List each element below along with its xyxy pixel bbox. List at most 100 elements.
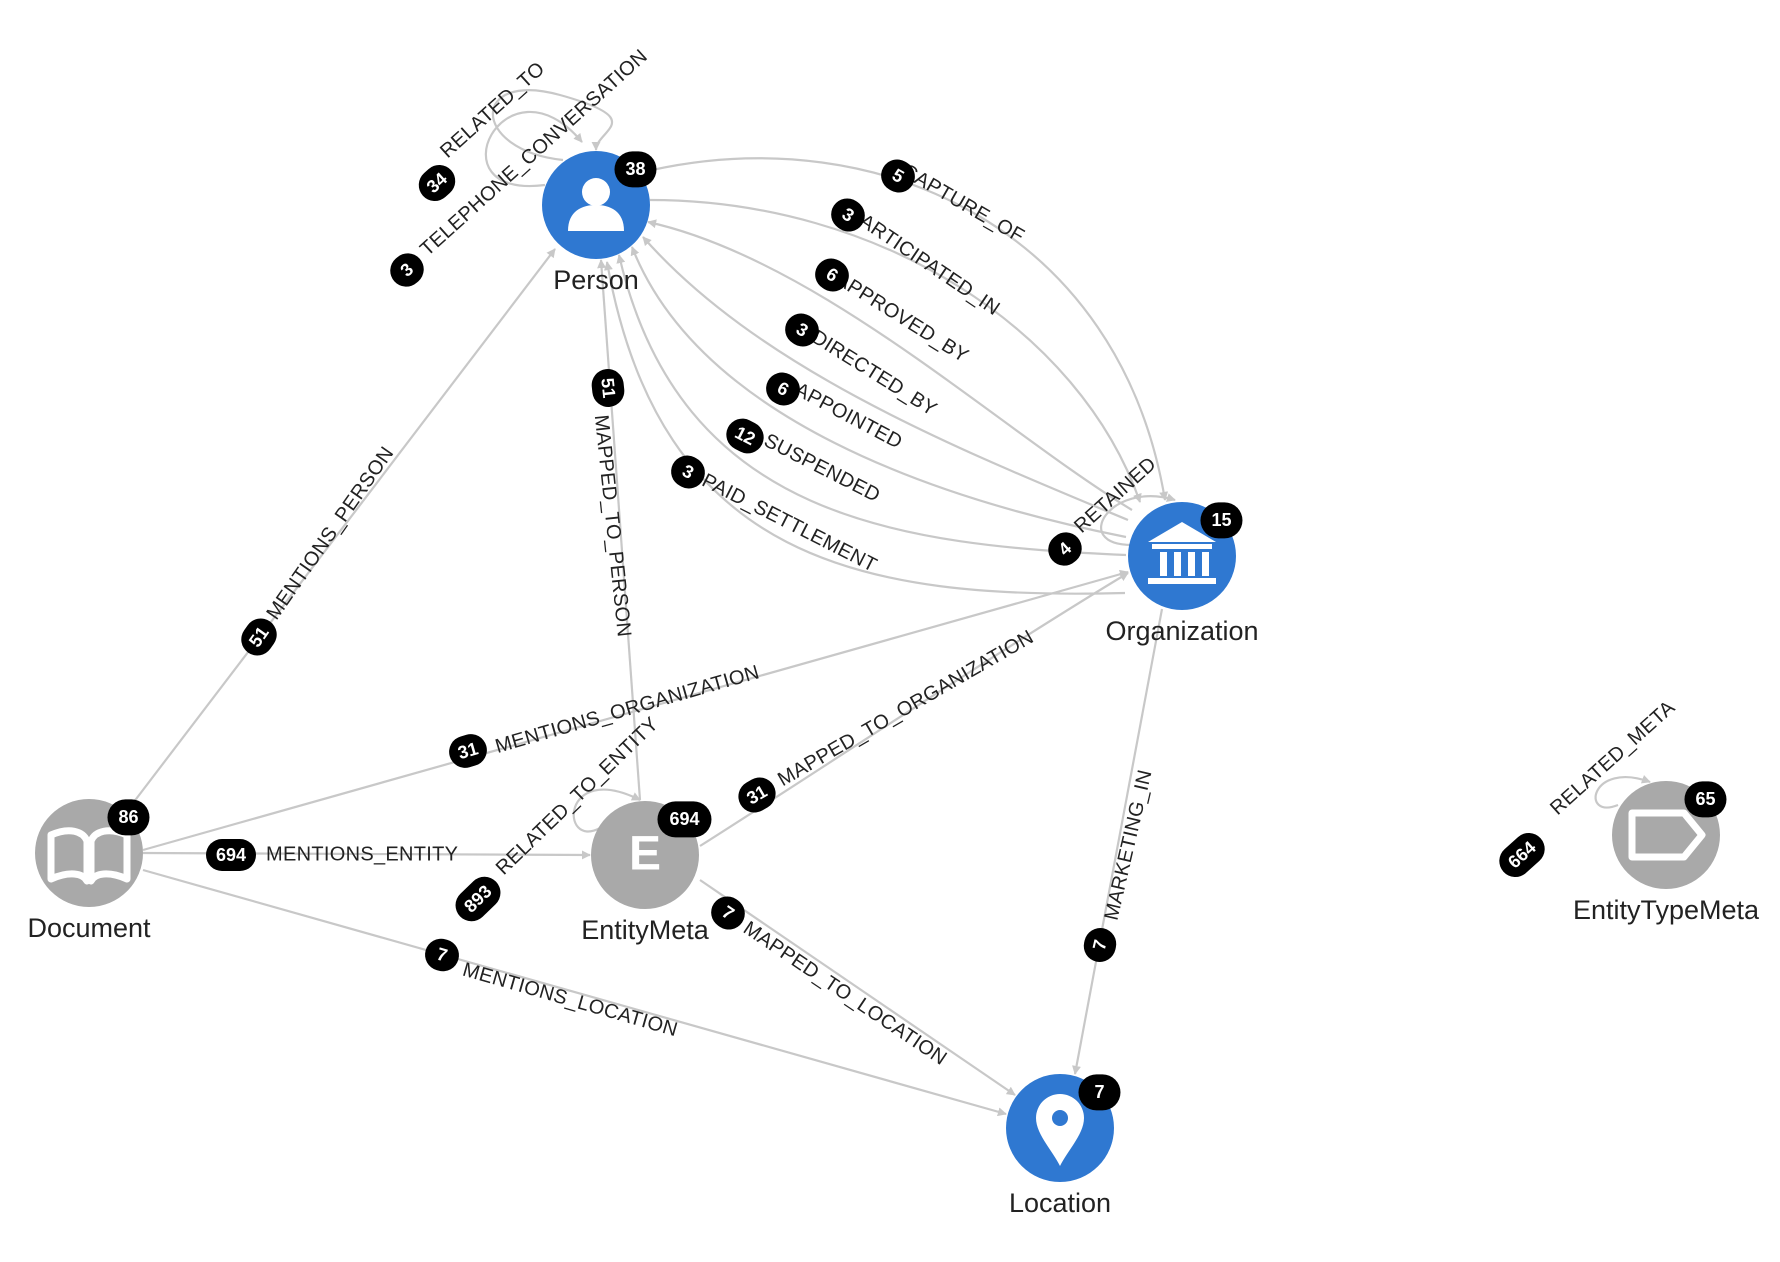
count-pill [671,455,705,489]
node-label: EntityMeta [581,915,710,945]
edge-line[interactable] [597,259,642,801]
edge-count-badge: 51 [591,369,625,407]
edge-count-badge: 31 [738,777,776,813]
edge-label: MENTIONS_LOCATION [460,959,680,1041]
person-icon [568,178,624,231]
count-pill [1499,832,1545,878]
tag-icon [1628,809,1706,861]
edge-line[interactable] [142,868,1007,1117]
count-pill [881,159,915,193]
svg-text:E: E [629,828,661,881]
edge-count-badge: 3 [831,198,865,232]
edge-count: 7 [1089,938,1111,952]
edge-participated-in[interactable]: PARTICIPATED_IN3 [649,192,1142,503]
count-pill [241,618,277,656]
node-count: 15 [1211,510,1231,530]
count-pill [831,198,865,232]
edge-line[interactable] [1072,608,1164,1075]
edge-line[interactable] [649,198,1142,503]
edge-label: MENTIONS_PERSON [262,443,398,624]
count-pill [425,938,459,972]
count-pill [738,777,776,813]
edge-count-badge: 7 [1083,928,1117,962]
node-label: Organization [1105,616,1258,646]
edge-count-badge: 694 [206,839,256,871]
edge-line[interactable] [699,879,1016,1096]
node-label: Document [27,913,151,943]
edge-count: 694 [216,845,246,865]
edge-line[interactable] [484,110,583,188]
edge-count-badge: 12 [726,418,764,454]
edge-count-badge: 31 [449,734,487,768]
count-pill [766,372,800,406]
count-pill [1200,502,1243,539]
count-pill [1684,781,1727,818]
node-label: Location [1009,1188,1111,1218]
edge-count-badge: 3 [785,313,819,347]
edge-count-badge: 3 [671,455,705,489]
edge-count-badge: 7 [425,938,459,972]
edge-label: SUSPENDED [760,430,883,507]
edge-label: CAPTURE_OF [898,160,1028,248]
count-pill [591,369,625,407]
count-pill [726,418,764,454]
edge-line[interactable] [616,254,1127,557]
edge-count-badge: 34 [418,164,456,202]
bank-icon [1148,522,1216,584]
count-pill [1078,1074,1121,1111]
count-pill [614,151,657,188]
edge-count-badge: 4 [1048,532,1082,566]
edge-count-badge: 5 [881,159,915,193]
node-count-badge: 7 [1078,1074,1121,1111]
node-count-badge: 694 [657,801,712,838]
edge-approved-by[interactable]: APPROVED_BY6 [647,219,1133,511]
edge-count-badge: 7 [711,896,745,930]
edge-line[interactable] [129,248,556,808]
edge-line[interactable] [1100,493,1176,547]
node-count-badge: 38 [614,151,657,188]
edge-line[interactable] [630,246,1127,539]
edge-line[interactable] [1594,774,1651,809]
edge-count-badge: 6 [766,372,800,406]
edges-layer: RELATED_TO34TELEPHONE_CONVERSATION3CAPTU… [129,45,1680,1117]
edge-line[interactable] [647,219,1133,511]
count-pill [206,839,256,871]
edge-count-badge: 3 [390,253,424,287]
count-pill [107,799,150,836]
edge-line[interactable] [603,261,1126,595]
node-count: 694 [669,809,699,829]
edge-count-badge: 893 [455,876,501,922]
edge-line[interactable] [572,788,641,833]
edge-line[interactable] [491,89,614,162]
count-pill [785,313,819,347]
node-label: EntityTypeMeta [1573,895,1760,925]
letter-e-icon: E [629,828,661,881]
edge-line[interactable] [651,157,1169,501]
edge-count-badge: 664 [1499,832,1545,878]
edge-label: MAPPED_TO_ORGANIZATION [774,626,1037,791]
node-count-badge: 65 [1684,781,1727,818]
edge-line[interactable] [642,236,1129,522]
edge-count-badge: 6 [815,258,849,292]
edge-line[interactable] [142,569,1129,852]
node-count: 86 [118,807,138,827]
node-count: 7 [1094,1082,1104,1102]
edge-label: MAPPED_TO_PERSON [590,414,635,638]
count-pill [1083,928,1117,962]
edge-marketing-in[interactable]: MARKETING_IN7 [1072,608,1164,1075]
count-pill [418,164,456,202]
map-pin-icon [1036,1094,1084,1166]
